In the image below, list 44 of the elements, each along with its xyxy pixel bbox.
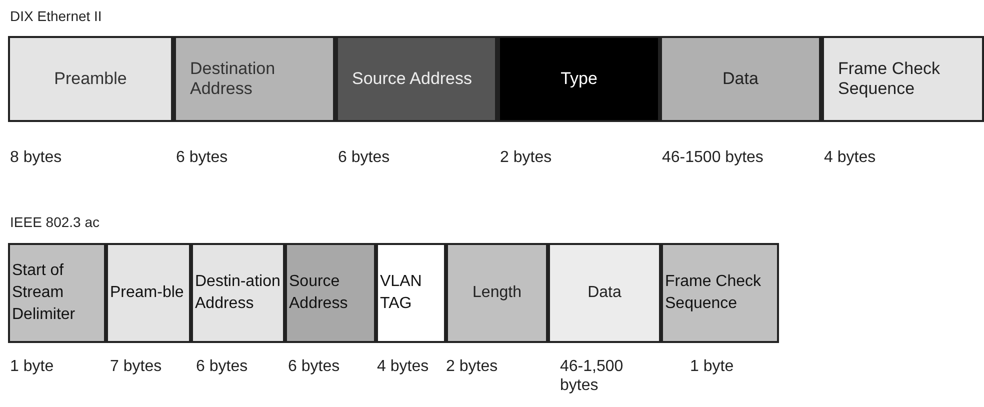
field-name: Type (560, 69, 598, 89)
field-box (446, 243, 548, 343)
byte-count: 2 bytes (446, 357, 498, 376)
field-box (822, 36, 984, 122)
field-name: Source Address (289, 272, 349, 314)
field-name: Destin-ation Address (195, 272, 281, 314)
field-box (336, 36, 498, 122)
field-name: Preamble (54, 69, 127, 89)
field-name: Frame Check Sequence (838, 59, 942, 99)
field-name: Source Address (352, 69, 472, 89)
field-box (660, 36, 822, 122)
field-box (285, 243, 376, 343)
field-name: Data (722, 69, 758, 89)
field-box (376, 243, 446, 343)
frame-title: IEEE 802.3 ac (10, 214, 100, 230)
byte-count: 1 byte (10, 357, 54, 376)
byte-count: 46-1500 bytes (662, 148, 764, 167)
byte-count: 7 bytes (110, 357, 162, 376)
byte-count: 6 bytes (288, 357, 340, 376)
field-box (8, 36, 174, 122)
byte-count: 6 bytes (338, 148, 390, 167)
field-name: Destination Address (190, 59, 276, 99)
field-box (174, 36, 336, 122)
byte-count: 2 bytes (500, 148, 552, 167)
field-name: Frame Check Sequence (665, 272, 762, 314)
field-name: Data (588, 283, 622, 303)
byte-count: 4 bytes (377, 357, 429, 376)
field-name: Start of Stream Delimiter (12, 261, 76, 325)
field-box (191, 243, 285, 343)
byte-count: 1 byte (690, 357, 734, 376)
field-box (548, 243, 661, 343)
field-box (661, 243, 779, 343)
byte-count: 46-1,500 bytes (560, 357, 624, 395)
byte-count: 4 bytes (824, 148, 876, 167)
field-name: Length (472, 283, 522, 303)
byte-count: 8 bytes (10, 148, 62, 167)
field-name: Pream-ble (110, 283, 184, 303)
frame-title: DIX Ethernet II (10, 8, 102, 24)
field-name: VLAN TAG (380, 272, 423, 314)
field-box (8, 243, 106, 343)
byte-count: 6 bytes (176, 148, 228, 167)
field-box (106, 243, 191, 343)
byte-count: 6 bytes (196, 357, 248, 376)
field-box (498, 36, 660, 122)
